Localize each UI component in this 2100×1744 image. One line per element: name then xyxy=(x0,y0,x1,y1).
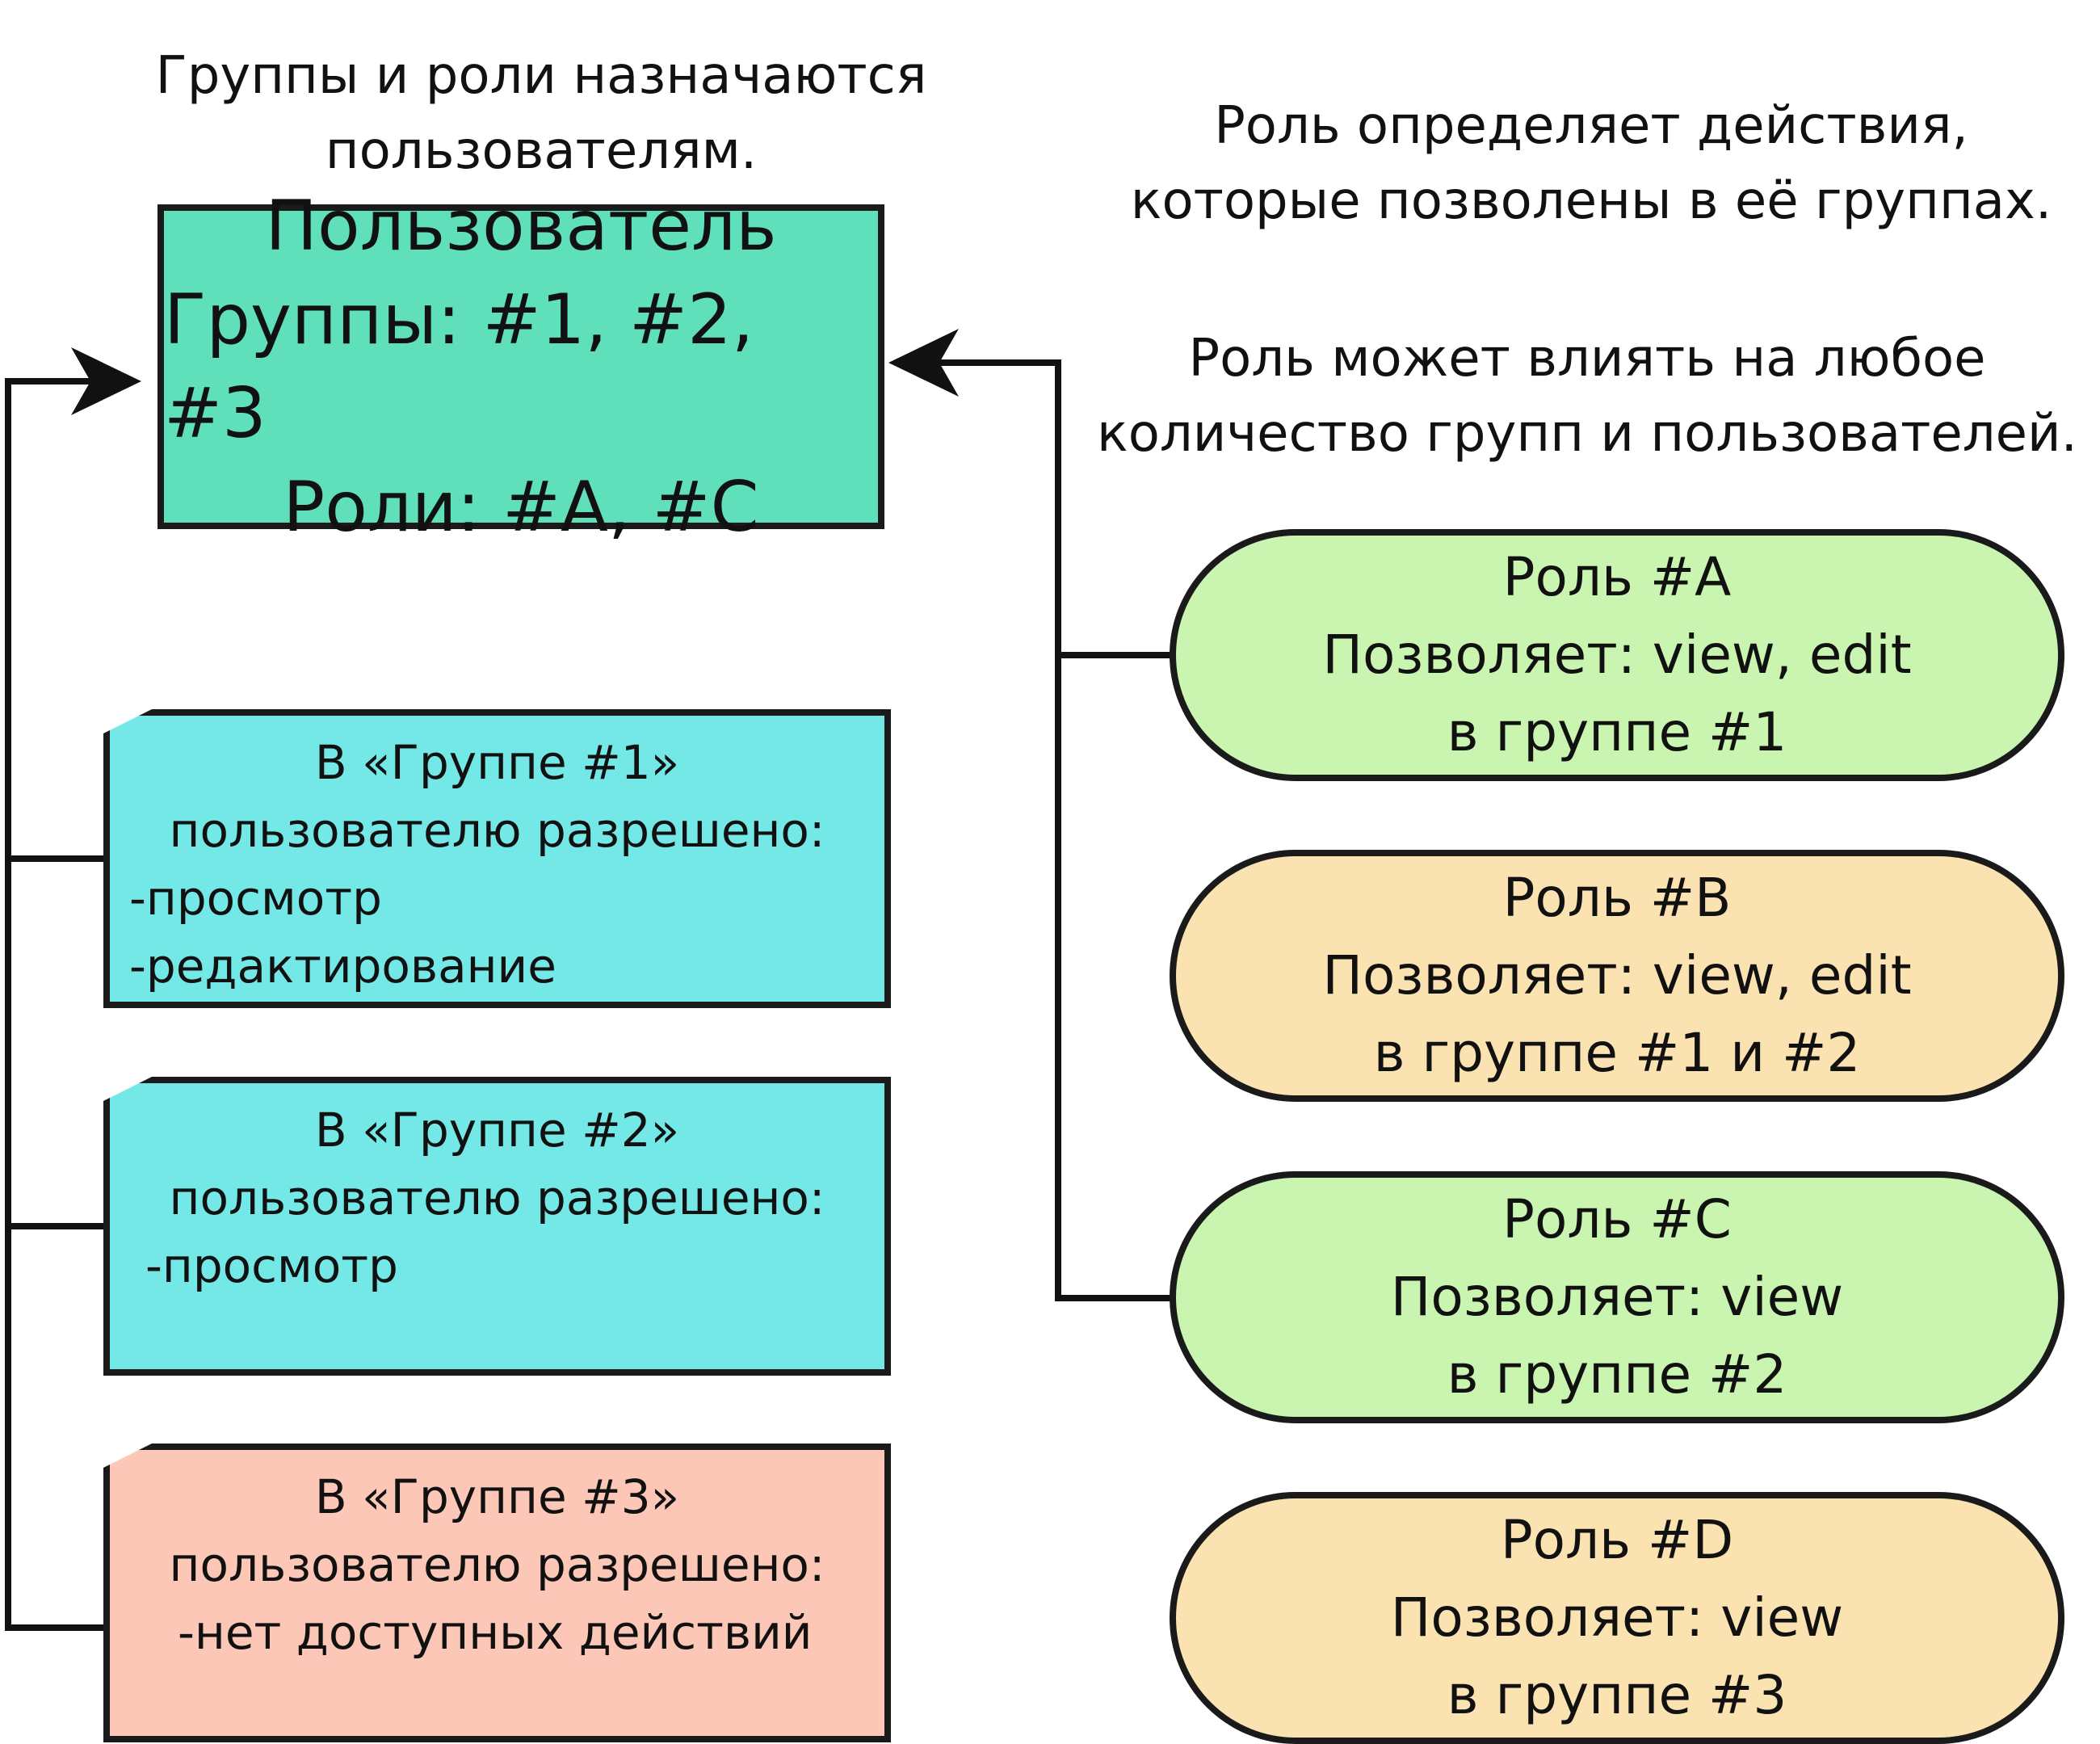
arrowhead-right-icon xyxy=(888,329,959,397)
caption-assignment: Группы и роли назначаются пользователям. xyxy=(121,39,961,189)
group-subheading: пользователю разрешено: xyxy=(169,1170,825,1226)
group-permission: -нет доступных действий xyxy=(178,1605,813,1661)
user-groups: Группы: #1, #2, #3 xyxy=(164,279,754,454)
role-pill-c: Роль #C Позволяет: view в группе #2 xyxy=(1170,1171,2064,1423)
role-allows: Позволяет: view xyxy=(1390,1266,1844,1329)
role-allows: Позволяет: view, edit xyxy=(1322,944,1912,1007)
group-box-1: В «Группе #1» пользователю разрешено: -п… xyxy=(103,709,891,1008)
role-allows: Позволяет: view, edit xyxy=(1322,624,1912,687)
group-permission: -редактирование xyxy=(129,939,556,994)
arrowhead-left-icon xyxy=(71,347,141,415)
user-roles: Роли: #A, #C xyxy=(283,467,759,548)
caption-line: Роль определяет действия, xyxy=(1214,96,1968,156)
role-scope: в группе #1 xyxy=(1447,700,1787,763)
role-pill-b: Роль #B Позволяет: view, edit в группе #… xyxy=(1170,850,2064,1102)
caption-line: которые позволены в её группах. xyxy=(1130,170,2052,231)
group-heading: В «Группе #1» xyxy=(314,735,680,790)
role-name: Роль #D xyxy=(1500,1509,1734,1572)
group-subheading: пользователю разрешено: xyxy=(169,803,825,859)
role-pill-a: Роль #A Позволяет: view, edit в группе #… xyxy=(1170,529,2064,781)
connector-groups-to-user xyxy=(5,378,103,1631)
caption-line: Роль может влиять на любое xyxy=(1188,329,1986,389)
user-box: Пользователь Группы: #1, #2, #3 Роли: #A… xyxy=(158,186,884,548)
role-scope: в группе #1 и #2 xyxy=(1373,1021,1861,1084)
role-name: Роль #C xyxy=(1502,1188,1732,1251)
group-permission: -просмотр xyxy=(129,871,382,927)
group-heading: В «Группе #3» xyxy=(314,1469,680,1524)
user-title: Пользователь xyxy=(265,185,777,267)
role-pill-d: Роль #D Позволяет: view в группе #3 xyxy=(1170,1492,2064,1744)
role-name: Роль #A xyxy=(1502,546,1732,609)
role-scope: в группе #3 xyxy=(1447,1663,1787,1726)
caption-role-actions: Роль определяет действия, которые позвол… xyxy=(1098,89,2084,239)
caption-line: Группы и роли назначаются xyxy=(155,46,927,106)
group-box-3: В «Группе #3» пользователю разрешено: -н… xyxy=(103,1444,891,1742)
caption-line: пользователям. xyxy=(325,120,758,181)
caption-line: количество групп и пользователей. xyxy=(1097,403,2077,464)
group-box-2: В «Группе #2» пользователю разрешено: -п… xyxy=(103,1077,891,1376)
caption-role-scope: Роль может влиять на любое количество гр… xyxy=(1074,321,2100,472)
connector-roles-to-user xyxy=(913,359,1173,1301)
group-heading: В «Группе #2» xyxy=(314,1103,680,1158)
group-permission: -просмотр xyxy=(145,1238,398,1294)
role-scope: в группе #2 xyxy=(1447,1343,1787,1406)
role-allows: Позволяет: view xyxy=(1390,1586,1844,1649)
role-name: Роль #B xyxy=(1502,867,1732,930)
group-subheading: пользователю разрешено: xyxy=(169,1537,825,1593)
